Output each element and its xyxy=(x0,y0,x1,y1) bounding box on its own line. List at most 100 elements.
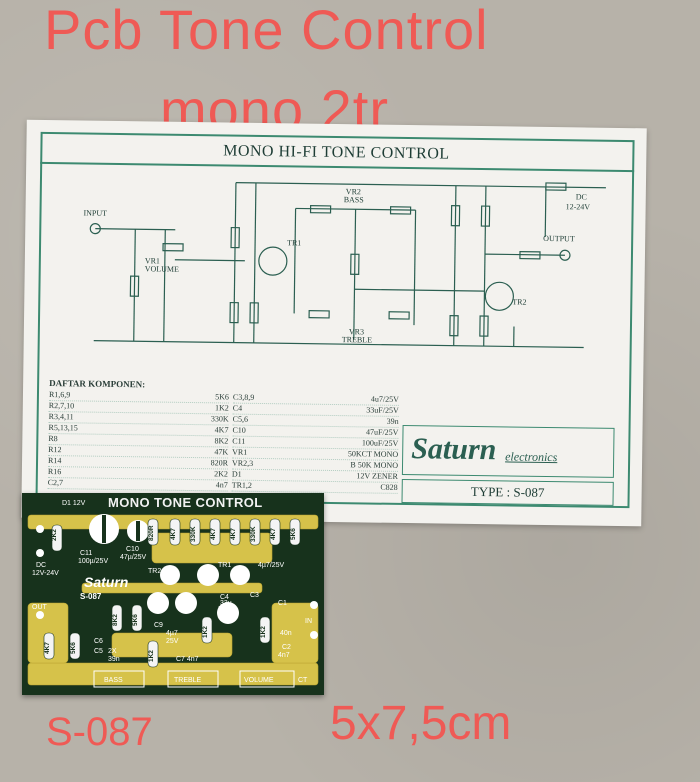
pcb-artwork: D1 12V DC 12V-24V OUT IN C11 100µ/25V C1… xyxy=(22,493,324,695)
bom-part: C2,7 xyxy=(47,478,64,488)
label-input: INPUT xyxy=(83,208,107,217)
resistor-r2 xyxy=(162,242,184,252)
supply-rail xyxy=(235,182,606,189)
bom-value: C828 xyxy=(380,482,398,492)
bom-value: 47uF/25V xyxy=(365,427,399,437)
pcb-label-c6: C6 xyxy=(94,638,103,645)
bom-value: 47K xyxy=(214,447,229,457)
label-vr3: VR3 xyxy=(349,327,364,336)
schematic-sheet: MONO HI-FI TONE CONTROL xyxy=(21,119,647,527)
bom-value: 2K2 xyxy=(214,469,228,479)
overlay-model-code: S-087 xyxy=(46,710,153,754)
pcb-label-c9-value: 4µ7 xyxy=(166,630,178,637)
bom-value: 39n xyxy=(386,416,399,426)
pcb-label-volume: VOLUME xyxy=(244,677,274,684)
pcb-brand: Saturn xyxy=(84,574,128,590)
resistor-r3 xyxy=(230,226,240,249)
capacitor-c9-top xyxy=(197,564,219,586)
bom-part: R1,6,9 xyxy=(48,390,71,400)
pcb-label-c10-value: 47µ/25V xyxy=(120,554,147,561)
pcb-val-4k7-c: 4K7 xyxy=(230,528,237,540)
pcb-label-c4-value: 33µ xyxy=(220,600,232,607)
bom-value: B 50K MONO xyxy=(350,460,399,470)
pcb-val-5k6-out: 5K6 xyxy=(70,642,77,654)
transistor-tr1 xyxy=(258,246,288,276)
transistor-tr2 xyxy=(484,281,514,311)
capacitor-c9 xyxy=(175,592,197,614)
bom-part: C3,8,9 xyxy=(232,392,255,402)
bom-part: R3,4,11 xyxy=(48,412,74,422)
resistor-r15 xyxy=(519,250,541,260)
resistor-5k6-out xyxy=(69,632,81,660)
bom-value: 4n7 xyxy=(215,480,228,490)
pcb-label-dc: DC xyxy=(36,562,46,569)
label-output: OUTPUT xyxy=(543,234,575,243)
bom-part: C10 xyxy=(232,425,246,435)
pcb-label-c5-size: 39n xyxy=(108,656,120,663)
resistor-r6 xyxy=(309,205,332,214)
pcb-label-c7: C7 4n7 xyxy=(176,656,199,663)
pcb-val-4k7-out: 4K7 xyxy=(44,642,51,654)
pcb-label-c5: C5 xyxy=(94,648,103,655)
pcb-val-4k7-b: 4K7 xyxy=(210,528,217,540)
label-dc: DC xyxy=(576,192,587,201)
resistor-330k-a xyxy=(189,518,201,546)
pcb-val-1k2-c: 1K2 xyxy=(260,626,267,638)
bom-part: C5,6 xyxy=(232,414,249,424)
resistor-r4 xyxy=(229,301,239,324)
pcb-label-c4-voltage: 25V xyxy=(218,606,231,613)
resistor-4k7-c xyxy=(229,518,241,546)
schematic-diagram: INPUT OUTPUT VOLUME VR1 VR2 BASS VR3 TRE… xyxy=(83,182,606,349)
resistor-r1 xyxy=(129,275,140,297)
bom-value: 8K2 xyxy=(214,436,229,446)
saturn-logo-sub: electronics xyxy=(505,449,558,465)
pcb-label-c9-voltage: 25V xyxy=(166,638,179,645)
bom-part: R2,7,10 xyxy=(48,401,75,411)
resistor-r13 xyxy=(480,205,491,227)
resistor-r16 xyxy=(545,182,567,191)
bom-part: C11 xyxy=(232,436,246,446)
bom-value: 820R xyxy=(210,458,229,468)
pcb-label-c11: C11 xyxy=(80,550,92,557)
bom-value: 50KCT MONO xyxy=(347,449,399,459)
pcb-label-c2-value: 4n7 xyxy=(278,652,290,659)
label-vr1: VR1 xyxy=(145,256,160,265)
bom-value: 33uF/25V xyxy=(366,405,399,415)
bom-part: R12 xyxy=(48,445,62,455)
bom-part: VR1 xyxy=(232,447,248,457)
bom-part: R5,13,15 xyxy=(48,423,78,433)
bom-value: 5K6 xyxy=(215,392,230,402)
pcb-label-d1: D1 12V xyxy=(62,500,86,507)
pcb-label-treble: TREBLE xyxy=(174,677,202,684)
bom-value: 1K2 xyxy=(214,403,229,413)
pcb-label-c9: C9 xyxy=(154,622,163,629)
resistor-1k2-b xyxy=(201,616,213,644)
bom-part: R16 xyxy=(47,467,62,477)
resistor-1k2-c xyxy=(259,616,271,644)
resistor-r12 xyxy=(449,315,459,337)
pcb-title: MONO TONE CONTROL xyxy=(108,495,263,510)
pcb-board: D1 12V DC 12V-24V OUT IN C11 100µ/25V C1… xyxy=(22,493,324,695)
pcb-label-c11-value: 100µ/25V xyxy=(78,558,108,565)
resistor-5k6-a xyxy=(289,518,301,546)
pcb-val-1k2-a: 1K2 xyxy=(148,650,155,662)
pcb-label-in: IN xyxy=(305,618,312,625)
output-jack xyxy=(559,249,571,261)
resistor-4k7-d xyxy=(269,518,281,546)
pcb-val-330k-b: 330K xyxy=(250,526,257,542)
resistor-8k2 xyxy=(111,604,123,632)
label-dc-voltage: 12-24V xyxy=(566,202,591,211)
pcb-label-c5-value: 2X xyxy=(108,648,117,655)
label-tr1: TR1 xyxy=(287,238,301,247)
resistor-1k2-a xyxy=(147,640,159,668)
pcb-label-c4: C4 xyxy=(220,594,229,601)
capacitor-c8 xyxy=(147,592,169,614)
bom-part: R14 xyxy=(47,456,62,466)
pcb-volume-pot-outline xyxy=(239,670,295,688)
label-tr2: TR2 xyxy=(512,297,526,306)
saturn-logo-box: Saturn electronics xyxy=(401,424,615,478)
bom-part: D1 xyxy=(231,469,242,479)
pcb-val-2k2: 2K2 xyxy=(51,529,58,541)
